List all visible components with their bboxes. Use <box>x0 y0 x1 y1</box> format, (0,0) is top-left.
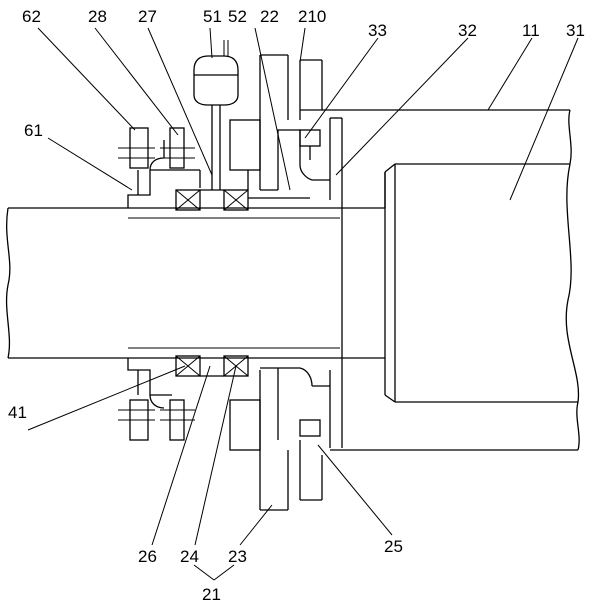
right-plate <box>299 59 343 501</box>
housing <box>300 109 580 451</box>
collar-bottom <box>127 358 172 409</box>
label-28: 28 <box>88 7 107 26</box>
label-27: 27 <box>138 7 157 26</box>
labels: 62 28 27 51 52 22 210 33 32 11 31 61 41 … <box>8 7 585 604</box>
shaft <box>5 172 386 395</box>
label-62: 62 <box>22 7 41 26</box>
label-33: 33 <box>368 21 387 40</box>
label-61: 61 <box>24 121 43 140</box>
label-21: 21 <box>202 585 221 604</box>
label-41: 41 <box>8 403 27 422</box>
bolts-top <box>118 127 195 169</box>
label-32: 32 <box>458 21 477 40</box>
sensor-assembly <box>193 40 239 190</box>
middle-block-bottom <box>229 367 313 511</box>
label-11: 11 <box>522 21 540 40</box>
label-31: 31 <box>566 21 585 40</box>
label-52: 52 <box>228 7 247 26</box>
label-26: 26 <box>138 547 157 566</box>
label-51: 51 <box>203 7 222 26</box>
label-22: 22 <box>260 7 279 26</box>
label-210: 210 <box>298 7 326 26</box>
label-24: 24 <box>180 547 199 566</box>
collar-top <box>127 140 201 208</box>
label-23: 23 <box>228 547 247 566</box>
leader-lines <box>27 27 579 581</box>
bolts-bottom <box>118 399 195 441</box>
label-25: 25 <box>384 537 403 556</box>
